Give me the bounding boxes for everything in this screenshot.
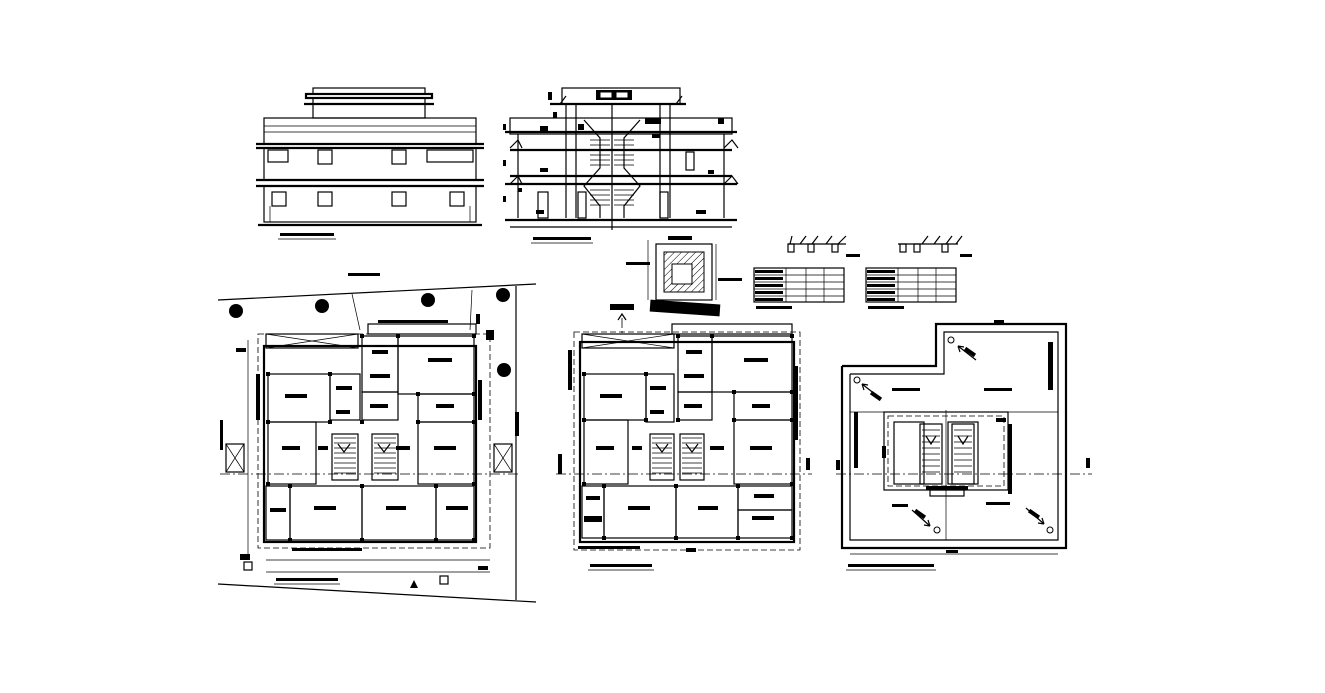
site-plan [217, 273, 537, 603]
schedule-table-2 [865, 235, 972, 309]
schedule-table-1 [753, 235, 860, 309]
section-drawing [503, 87, 739, 244]
terrace-plan [836, 320, 1092, 571]
column-detail [612, 236, 742, 317]
front-elevation [256, 87, 484, 240]
ground-floor-plan [556, 304, 812, 571]
